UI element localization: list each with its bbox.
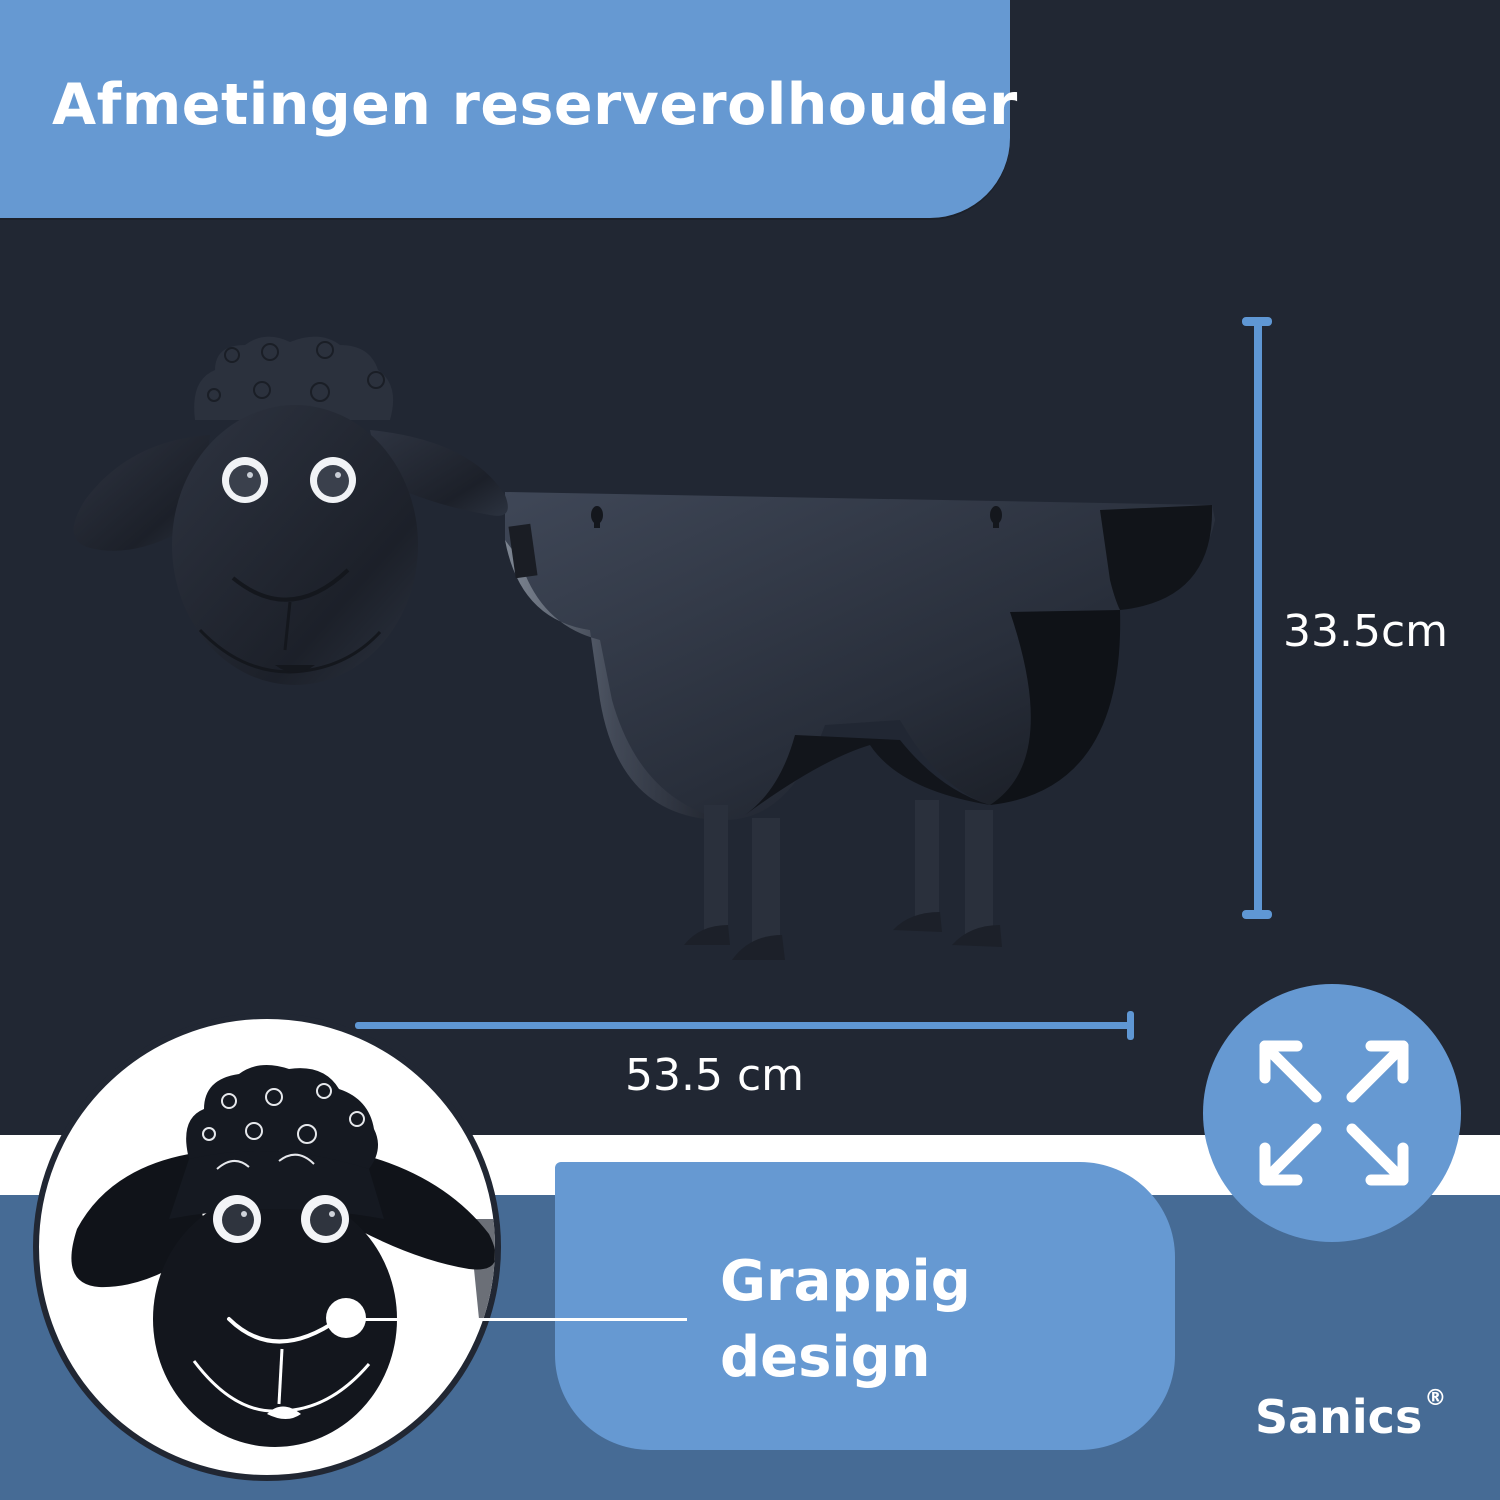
width-dimension-label: 53.5 cm	[625, 1050, 805, 1101]
height-dimension-cap-top	[1242, 317, 1272, 326]
height-dimension-cap-bottom	[1242, 910, 1272, 919]
sheep-face-icon	[71, 1065, 495, 1447]
callout-dot	[326, 1298, 366, 1338]
sheep-illustration	[73, 341, 1215, 820]
feature-title-line2: design	[720, 1325, 931, 1390]
expand-arrows-icon	[1259, 1040, 1409, 1186]
brand-logo: Sanics®	[1255, 1386, 1446, 1444]
expand-badge	[1203, 984, 1461, 1242]
height-dimension-label: 33.5cm	[1283, 606, 1449, 657]
callout-line	[365, 1318, 687, 1321]
registered-mark: ®	[1424, 1386, 1447, 1411]
height-dimension-line	[1254, 320, 1262, 916]
sheep-face-closeup	[33, 1013, 501, 1481]
header-banner: Afmetingen reserverolhouder	[0, 0, 1017, 218]
feature-title-line1: Grappig	[720, 1249, 971, 1314]
feature-title: Grappig design	[720, 1244, 1120, 1396]
page-title: Afmetingen reserverolhouder	[52, 72, 1018, 138]
width-dimension-line	[355, 1022, 1133, 1029]
feature-callout-box	[555, 1162, 1175, 1450]
brand-name: Sanics	[1255, 1390, 1423, 1444]
width-dimension-cap	[1127, 1011, 1134, 1040]
